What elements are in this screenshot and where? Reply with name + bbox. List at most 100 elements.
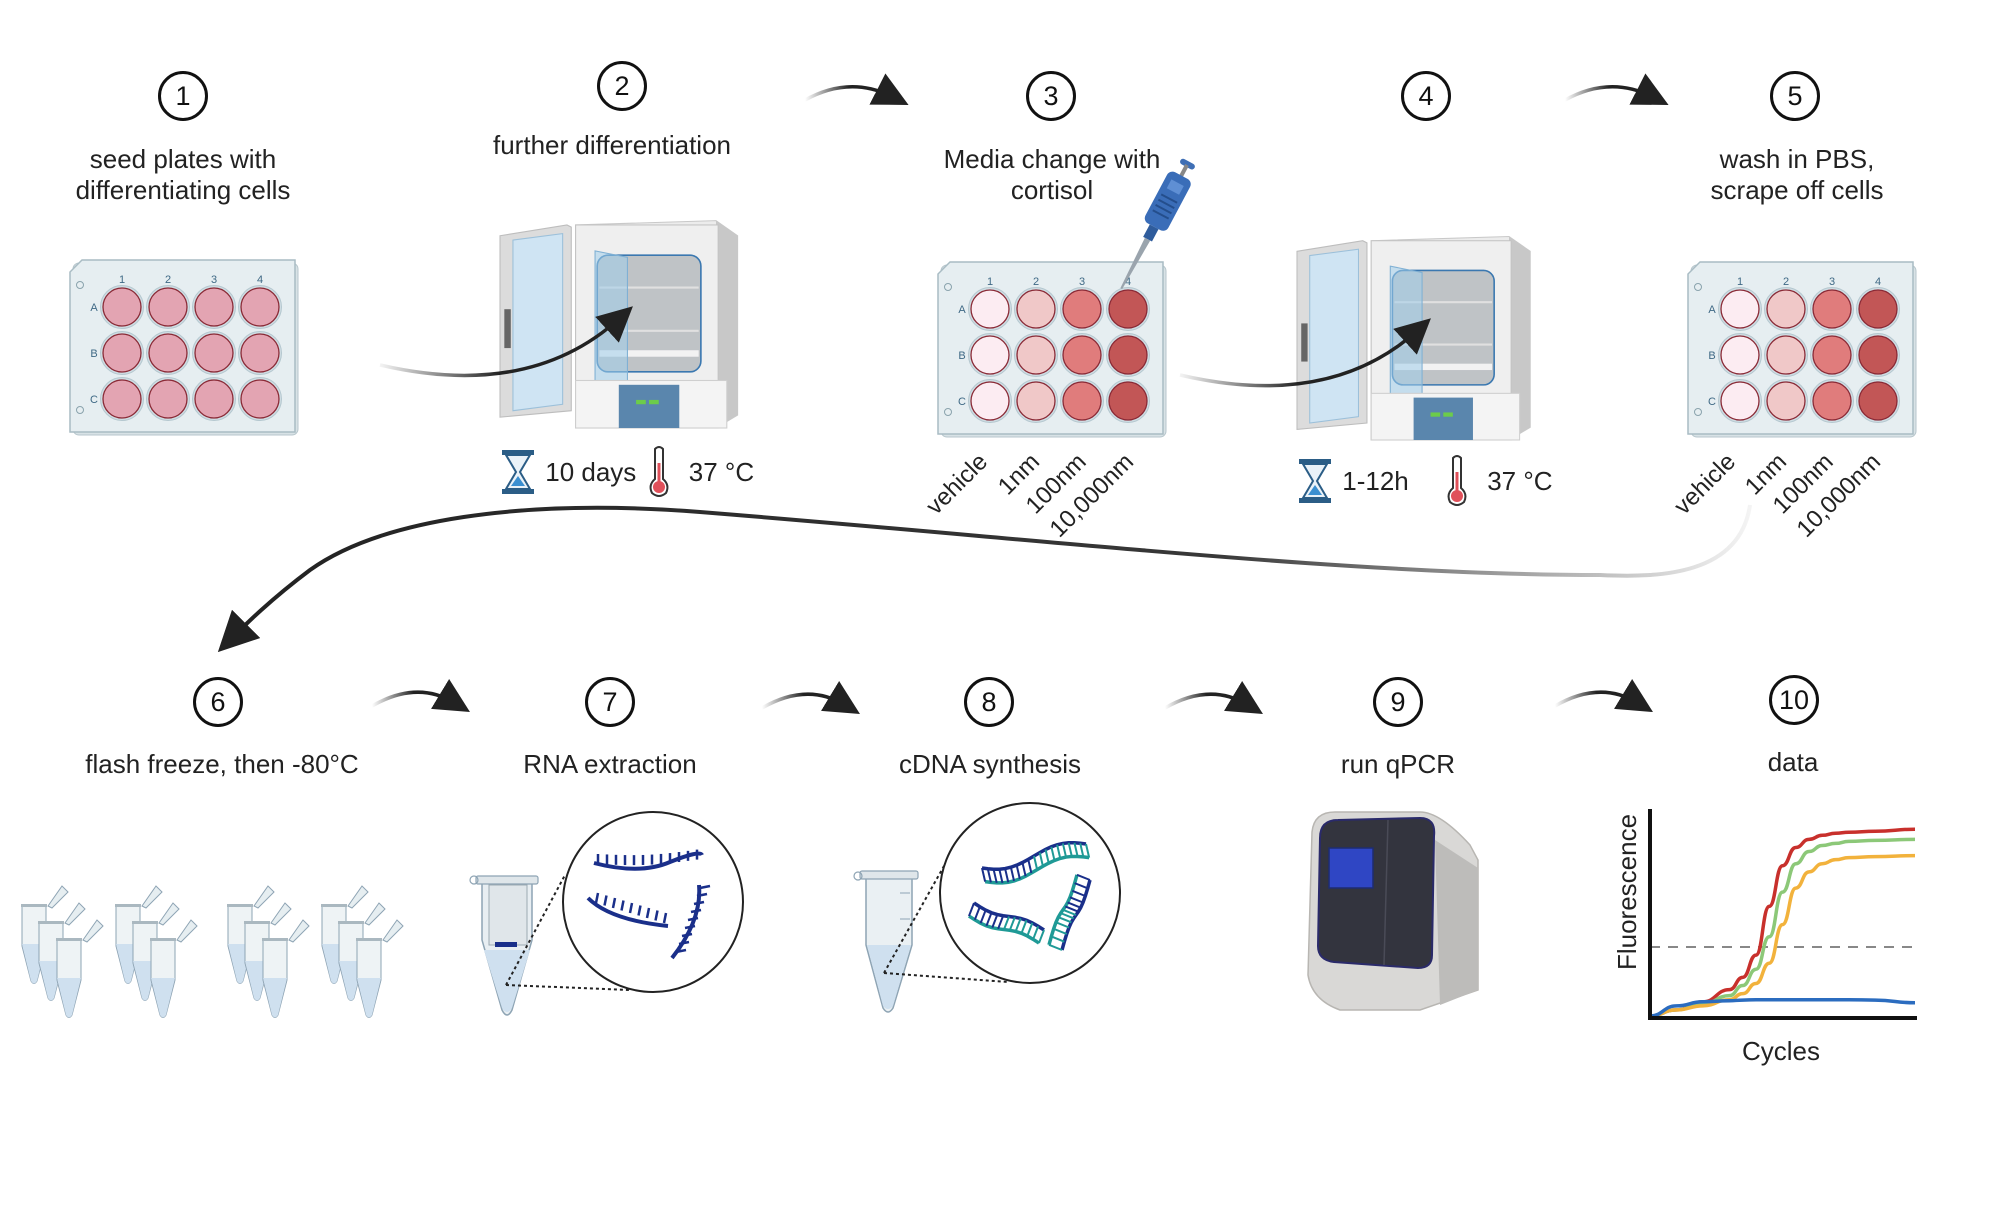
- step-8-title: cDNA synthesis: [898, 749, 1082, 779]
- plate-column-label: 1: [1737, 276, 1743, 288]
- plate-well: [1108, 381, 1148, 421]
- plate-well: [148, 333, 188, 373]
- qpcr-amplification-chart: [1648, 809, 1917, 1020]
- series-line-red: [1649, 827, 1916, 1018]
- step-3-number: 3: [1026, 71, 1076, 121]
- series-line-blue: [1649, 997, 1916, 1018]
- plate-well: [970, 335, 1010, 375]
- step-5-title-line-1: wash in PBS,: [1719, 144, 1875, 174]
- step-9-title: run qPCR: [1340, 749, 1456, 779]
- plate-well: [102, 379, 142, 419]
- step-4-duration: 1-12h: [1342, 465, 1409, 496]
- plate-row-label: A: [90, 302, 98, 314]
- qpcr-machine-icon: [1307, 811, 1479, 1011]
- step-4-conditions: 1-12h 37 °C: [1297, 454, 1553, 508]
- plate-column-label: 4: [1125, 276, 1131, 288]
- plate-well: [240, 287, 280, 327]
- plate-well: [194, 379, 234, 419]
- step-2-number: 2: [597, 61, 647, 111]
- plate-well: [1766, 335, 1806, 375]
- step-7-number: 7: [585, 677, 635, 727]
- step-7-title: RNA extraction: [523, 749, 697, 779]
- plate-well: [1062, 289, 1102, 329]
- arrow-5-to-6: [217, 504, 1752, 653]
- step-5-title: wash in PBS, scrape off cells: [1711, 144, 1884, 206]
- step-3-title-line-2: cortisol: [1010, 175, 1094, 205]
- arrow-2-to-3: [804, 73, 909, 105]
- plate-well: [1720, 381, 1760, 421]
- incubator-icon-step-4: [1296, 235, 1531, 441]
- plate-column-label: 1: [119, 274, 125, 286]
- plate-column-label: 3: [1829, 276, 1835, 288]
- plate-well: [1016, 335, 1056, 375]
- step-9-number: 9: [1373, 677, 1423, 727]
- plate-column-label: 1: [987, 276, 993, 288]
- microcentrifuge-tube-icon: [853, 870, 919, 1013]
- cdna-double-strand: [981, 841, 1091, 885]
- plate-well: [1720, 335, 1760, 375]
- step-5-number: 5: [1770, 71, 1820, 121]
- step-10-number: 10: [1769, 675, 1819, 725]
- chart-xlabel: Cycles: [1742, 1036, 1821, 1066]
- hourglass-icon: [502, 450, 534, 494]
- plate-column-label: 2: [1783, 276, 1789, 288]
- plate-well: [1062, 335, 1102, 375]
- microcentrifuge-tube-icon: [56, 919, 104, 1018]
- plate-well: [1108, 335, 1148, 375]
- plate-row-label: C: [90, 394, 98, 406]
- cdna-synthesis-illustration: [853, 802, 1121, 1013]
- thermometer-icon: [649, 446, 668, 497]
- step-2-conditions: 10 days 37 °C: [500, 445, 754, 499]
- plate-well: [1858, 289, 1898, 329]
- plate-well: [1108, 289, 1148, 329]
- arrow-8-to-9: [1164, 680, 1263, 715]
- plate-column-label: 4: [1875, 276, 1881, 288]
- magnifier-circle: [939, 802, 1121, 984]
- step-3-title-line-1: Media change with: [943, 144, 1161, 174]
- plate-well: [1812, 335, 1852, 375]
- cdna-double-strand: [1047, 873, 1092, 951]
- step-1-title: seed plates with differentiating cells: [76, 144, 291, 206]
- plate-well: [1766, 381, 1806, 421]
- spin-column-tube-icon: [469, 875, 539, 1016]
- arrow-9-to-10: [1554, 678, 1653, 713]
- step-4-number: 4: [1401, 71, 1451, 121]
- plate-well: [1062, 381, 1102, 421]
- plate-well: [1812, 381, 1852, 421]
- step-2-duration: 10 days: [545, 456, 637, 487]
- plate-column-label: 4: [257, 274, 263, 286]
- hourglass-icon: [1299, 459, 1331, 503]
- plate-row-label: B: [958, 350, 965, 362]
- incubator-icon-step-2: [499, 220, 739, 429]
- pipette-icon: [1120, 158, 1195, 290]
- plate-well: [1858, 381, 1898, 421]
- step-5-title-line-2: scrape off cells: [1710, 175, 1884, 205]
- step-4-temperature: 37 °C: [1487, 465, 1553, 496]
- step-2-title-line-1: further differentiation: [493, 130, 731, 160]
- plate-row-label: C: [958, 396, 966, 408]
- plate-well: [1766, 289, 1806, 329]
- arrow-6-to-7: [371, 678, 470, 713]
- plate-well: [194, 287, 234, 327]
- plate-well: [1016, 289, 1056, 329]
- step-1-title-line-2: differentiating cells: [75, 175, 291, 205]
- microcentrifuge-tube-icon: [356, 919, 404, 1018]
- plate-column-label: 2: [1033, 276, 1039, 288]
- flow-arrows: [217, 73, 1752, 715]
- plate-well: [1720, 289, 1760, 329]
- plate-row-label: A: [1708, 304, 1716, 316]
- plate-well: [970, 381, 1010, 421]
- arrow-7-to-8: [761, 680, 860, 715]
- plate-row-label: B: [1708, 350, 1715, 362]
- plate-column-label: 3: [211, 274, 217, 286]
- microcentrifuge-tube-icon: [150, 919, 198, 1018]
- plate-column-label: 2: [165, 274, 171, 286]
- step-1-title-line-1: seed plates with: [89, 144, 277, 174]
- cdna-double-strand: [968, 901, 1045, 945]
- plate-row-label: A: [958, 304, 966, 316]
- arrow-3-to-4: [1179, 318, 1431, 388]
- series-line-orange: [1649, 853, 1916, 1018]
